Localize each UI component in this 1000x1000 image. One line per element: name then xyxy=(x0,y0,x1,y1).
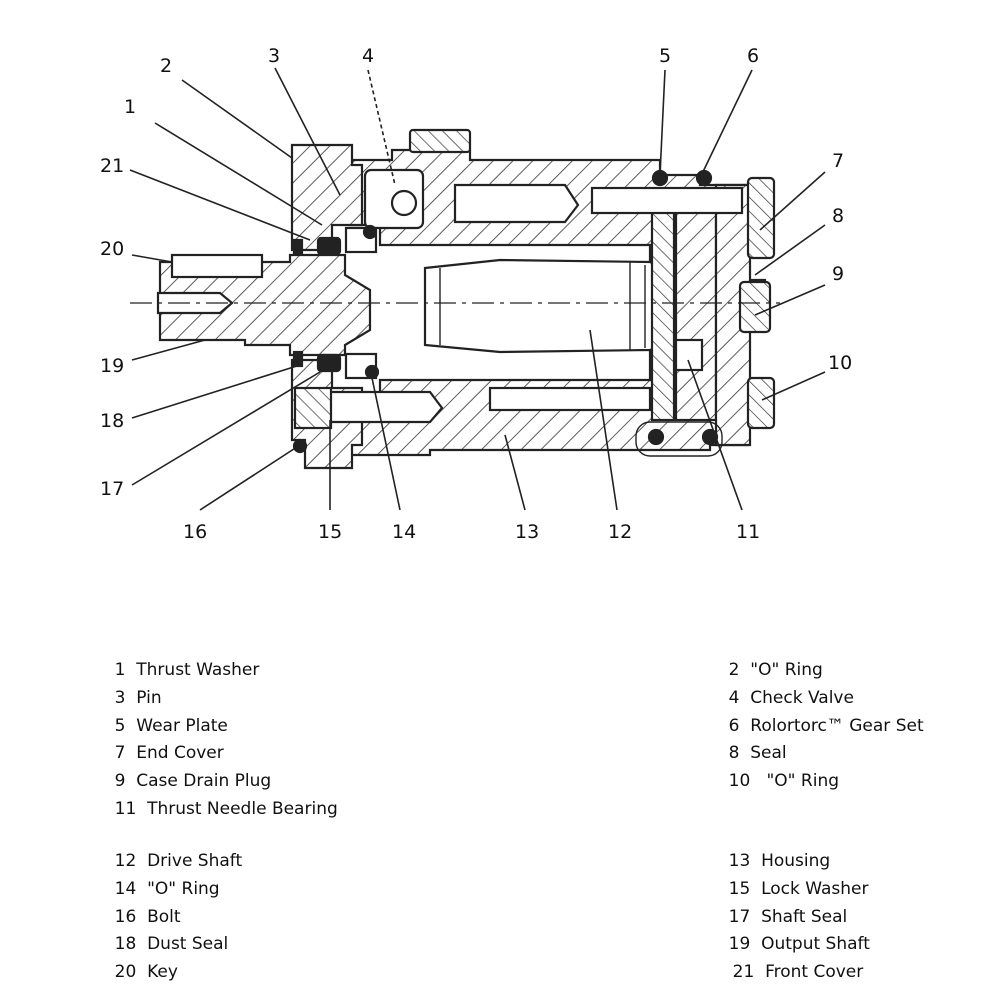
legend-item-2: 2 "O" Ring xyxy=(728,660,823,680)
legend-item-11: 11 Thrust Needle Bearing xyxy=(114,799,338,819)
callout-20: 20 xyxy=(100,238,124,260)
o-ring-10b xyxy=(701,428,719,446)
legend-item-14: 14 "O" Ring xyxy=(114,879,220,899)
legend-item-5: 5 Wear Plate xyxy=(114,716,228,736)
callout-13: 13 xyxy=(515,521,539,543)
legend-item-4: 4 Check Valve xyxy=(728,688,854,708)
shaft-seal-top xyxy=(316,236,342,256)
gear-set xyxy=(674,198,718,422)
bottom-pin xyxy=(488,386,652,412)
lock-washer xyxy=(292,438,308,454)
callout-6: 6 xyxy=(747,45,759,67)
legend-item-3: 3 Pin xyxy=(114,688,162,708)
callout-3: 3 xyxy=(268,45,280,67)
callout-16: 16 xyxy=(183,521,207,543)
callout-18: 18 xyxy=(100,410,124,432)
o-ring-14 xyxy=(364,364,380,380)
callout-11: 11 xyxy=(736,521,760,543)
o-ring-5b xyxy=(695,169,713,187)
legend-item-12: 12 Drive Shaft xyxy=(114,851,243,871)
callout-10: 10 xyxy=(828,352,852,374)
drive-shaft-splines xyxy=(424,262,646,350)
legend-item-21: 21 Front Cover xyxy=(732,962,864,982)
legend-item-17: 17 Shaft Seal xyxy=(728,907,848,927)
legend-item-16: 16 Bolt xyxy=(114,907,181,927)
callout-7: 7 xyxy=(832,150,844,172)
top-pin xyxy=(590,186,744,215)
check-valve-ball xyxy=(390,189,418,217)
callout-5: 5 xyxy=(659,45,671,67)
shaft-seal-bottom xyxy=(316,353,342,373)
motor-cross-section-diagram: 1 2 3 4 5 6 7 8 9 10 11 12 13 14 15 16 1… xyxy=(100,45,852,543)
legend-item-7: 7 End Cover xyxy=(114,743,224,763)
callout-14: 14 xyxy=(392,521,416,543)
legend-item-13: 13 Housing xyxy=(728,851,831,871)
legend-item-18: 18 Dust Seal xyxy=(114,934,229,954)
output-shaft xyxy=(158,253,372,357)
legend-item-6: 6 Rolortorc™ Gear Set xyxy=(728,716,924,736)
top-through-bolt xyxy=(453,183,580,224)
legend-item-1: 1 Thrust Washer xyxy=(114,660,260,680)
o-ring-2 xyxy=(362,224,378,240)
callout-12: 12 xyxy=(608,521,632,543)
case-drain-plug xyxy=(738,280,772,334)
front-cover xyxy=(290,143,364,252)
legend-item-10: 10 "O" Ring xyxy=(728,771,840,791)
legend-item-8: 8 Seal xyxy=(728,743,787,763)
legend-item-20: 20 Key xyxy=(114,962,178,982)
callout-8: 8 xyxy=(832,205,844,227)
callout-17: 17 xyxy=(100,478,124,500)
legend-item-15: 15 Lock Washer xyxy=(728,879,869,899)
dust-seal-bottom xyxy=(292,350,304,368)
callout-19: 19 xyxy=(100,355,124,377)
thrust-needle-bearing xyxy=(674,338,704,372)
housing xyxy=(348,148,750,457)
callout-9: 9 xyxy=(832,263,844,285)
top-boss xyxy=(408,128,472,154)
o-ring-detail-box xyxy=(635,421,723,457)
end-bolt-top xyxy=(746,176,776,260)
shaft-bore xyxy=(156,291,234,315)
leader-lines xyxy=(129,67,826,511)
bottom-bolt-head xyxy=(293,386,333,430)
callout-15: 15 xyxy=(318,521,342,543)
bottom-bolt xyxy=(328,390,444,424)
callout-2: 2 xyxy=(160,55,172,77)
legend-item-9: 9 Case Drain Plug xyxy=(114,771,272,791)
callout-21: 21 xyxy=(100,155,124,177)
wear-plate xyxy=(650,198,676,422)
legend-item-19: 19 Output Shaft xyxy=(728,934,870,954)
dust-seal-top xyxy=(292,238,304,256)
end-bolt-bottom xyxy=(746,376,776,430)
callout-4: 4 xyxy=(362,45,374,67)
callout-1: 1 xyxy=(124,96,136,118)
o-ring-10a xyxy=(647,428,665,446)
shaft-key xyxy=(170,253,264,279)
